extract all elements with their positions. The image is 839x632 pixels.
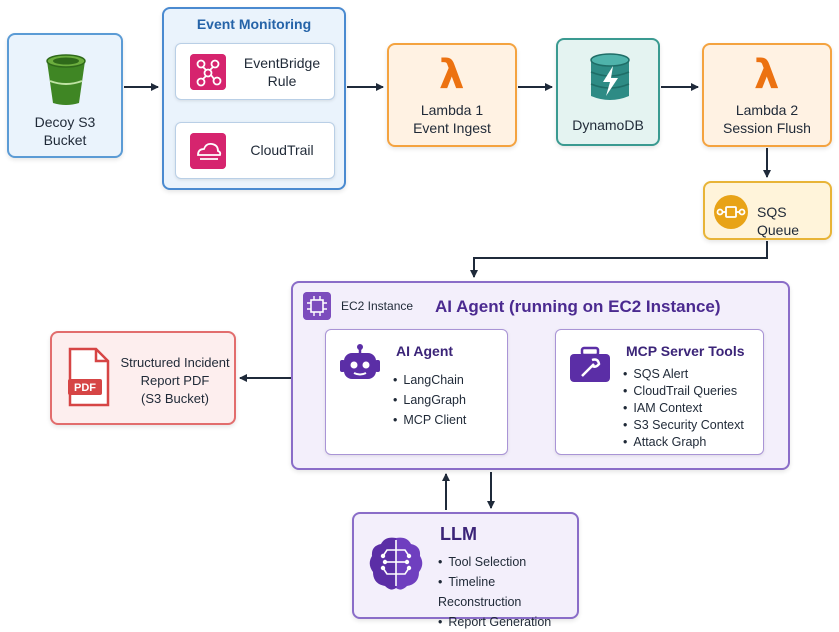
ai-agent-title: AI Agent: [396, 343, 454, 359]
list-item: LangChain: [393, 370, 466, 390]
brain-icon: [369, 537, 423, 590]
list-item: Report Generation: [438, 612, 577, 632]
robot-icon: [340, 344, 380, 379]
toolbox-icon: [570, 346, 610, 382]
edge-sqs-to-ec2: [470, 241, 768, 278]
lambda-2-label: Lambda 2 Session Flush: [723, 102, 811, 136]
event-monitoring-group: Event Monitoring EventBridge Rule CloudT…: [162, 7, 346, 190]
list-item: S3 Security Context: [623, 417, 743, 434]
ai-agent-list: LangChain LangGraph MCP Client: [393, 370, 466, 430]
mcp-server-tools-node: MCP Server Tools SQS Alert CloudTrail Qu…: [555, 329, 764, 455]
sqs-label: SQS Queue: [757, 204, 800, 238]
llm-node: LLM Tool Selection Timeline Reconstructi…: [352, 512, 579, 629]
lambda-1-label: Lambda 1 Event Ingest: [413, 102, 491, 136]
llm-title: LLM: [440, 524, 477, 544]
incident-report-node: PDF Structured Incident Report PDF (S3 B…: [50, 331, 236, 425]
list-item: CloudTrail Queries: [623, 383, 744, 400]
ec2-instance-group: EC2 Instance AI Agent (running on EC2 In…: [291, 281, 790, 470]
mcp-tools-list: SQS Alert CloudTrail Queries IAM Context…: [623, 366, 744, 451]
ec2-chip-icon: [303, 292, 331, 320]
incident-report-label: Structured Incident Report PDF (S3 Bucke…: [120, 355, 230, 406]
list-item: Attack Graph: [623, 434, 744, 451]
ai-agent-node: AI Agent LangChain LangGraph MCP Client: [325, 329, 508, 455]
dynamodb-label: DynamoDB: [572, 117, 644, 133]
dynamodb-node: DynamoDB: [556, 38, 660, 146]
list-item: SQS Alert: [623, 366, 744, 383]
pdf-icon: PDF: [68, 347, 110, 407]
list-item: Tool Selection: [438, 552, 577, 572]
eventbridge-label: EventBridge Rule: [243, 55, 321, 89]
list-item: LangGraph: [393, 390, 466, 410]
decoy-s3-label: Decoy S3 Bucket: [34, 114, 96, 148]
mcp-title: MCP Server Tools: [626, 343, 745, 359]
list-item: MCP Client: [393, 410, 466, 430]
list-item: Timeline Reconstruction: [438, 572, 577, 612]
sqs-queue-node: SQS Queue: [703, 181, 832, 240]
llm-list: Tool Selection Timeline Reconstruction R…: [438, 552, 577, 632]
bucket-icon: [46, 54, 86, 105]
lambda-icon: λ: [439, 52, 465, 98]
ec2-group-title: AI Agent (running on EC2 Instance): [435, 297, 721, 316]
ec2-instance-tag: EC2 Instance: [341, 299, 414, 313]
cloudtrail-icon: [190, 133, 226, 169]
event-monitoring-title: Event Monitoring: [196, 16, 312, 32]
dynamodb-icon: [590, 53, 630, 100]
eventbridge-rule-node: EventBridge Rule: [175, 43, 335, 100]
cloudtrail-label: CloudTrail: [250, 142, 314, 158]
decoy-s3-node: Decoy S3 Bucket: [7, 33, 123, 158]
list-item: IAM Context: [623, 400, 744, 417]
eventbridge-icon: [190, 54, 226, 90]
sqs-icon: [714, 195, 748, 229]
lambda-1-node: λ Lambda 1 Event Ingest: [387, 43, 517, 147]
pdf-icon-text: PDF: [74, 382, 96, 394]
lambda-2-node: λ Lambda 2 Session Flush: [702, 43, 832, 147]
lambda-icon: λ: [754, 52, 780, 98]
cloudtrail-node: CloudTrail: [175, 122, 335, 179]
